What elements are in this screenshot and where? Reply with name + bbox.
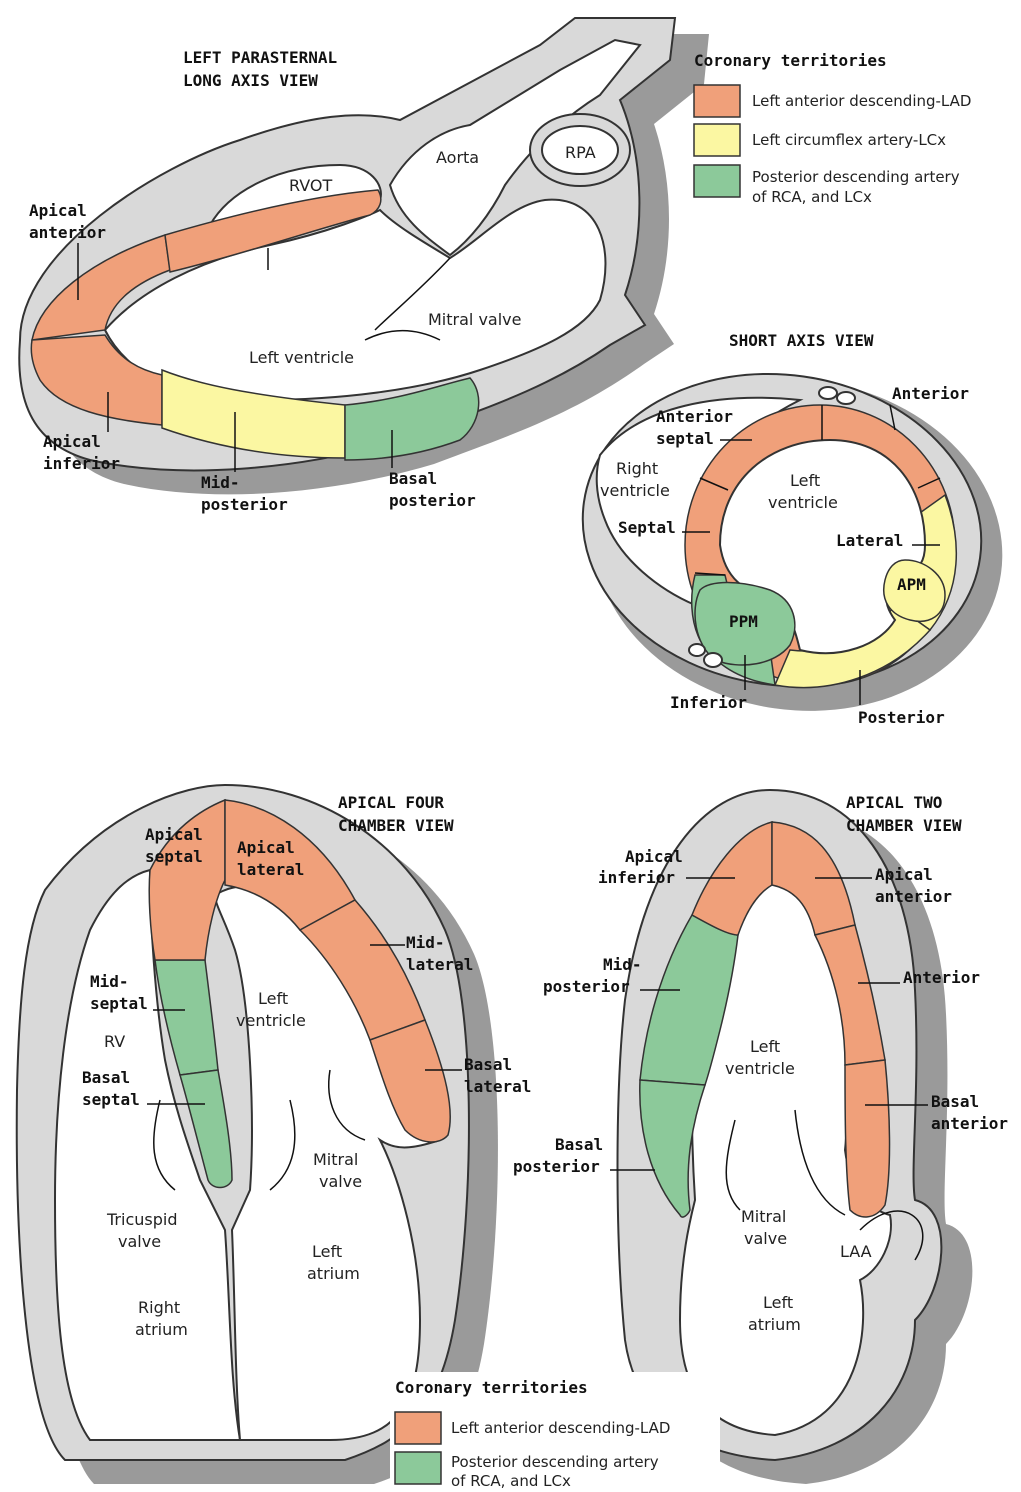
plax-mid-posterior-label-2: posterior xyxy=(201,495,288,514)
a4c-basal-septal-label: Basal xyxy=(82,1068,130,1087)
legend-bottom: Coronary territories Left anterior desce… xyxy=(390,1372,720,1490)
a4c-apical-lateral-label-2: lateral xyxy=(237,860,304,879)
legend-bottom-rca-label-2: of RCA, and LCx xyxy=(451,1472,571,1490)
plax-view xyxy=(19,18,709,494)
legend-top-swatch-lad xyxy=(694,85,740,117)
a4c-title-2: CHAMBER VIEW xyxy=(338,816,454,835)
sax-vessel xyxy=(819,387,837,399)
plax-basal-posterior-label-2: posterior xyxy=(389,491,476,510)
a2c-lv-label: Left xyxy=(750,1037,780,1056)
a4c-mid-lateral-label: Mid- xyxy=(406,933,445,952)
a2c-apical-inferior-label: Apical xyxy=(625,847,683,866)
sax-lv-label: Left xyxy=(790,471,820,490)
a4c-ra-label-2: atrium xyxy=(135,1320,188,1339)
a2c-title-2: CHAMBER VIEW xyxy=(846,816,962,835)
a2c-seg-basal-anterior xyxy=(845,1060,890,1217)
a4c-basal-lateral-label-2: lateral xyxy=(464,1077,531,1096)
a2c-apical-anterior-label: Apical xyxy=(875,865,933,884)
sax-posterior-label: Posterior xyxy=(858,708,945,727)
legend-top-rca-label-2: of RCA, and LCx xyxy=(752,188,872,206)
a4c-la-label-2: atrium xyxy=(307,1264,360,1283)
a2c-basal-anterior-label-2: anterior xyxy=(931,1114,1008,1133)
sax-title: SHORT AXIS VIEW xyxy=(729,331,874,350)
a4c-apical-septal-label-2: septal xyxy=(145,847,203,866)
a2c-mitral-label-2: valve xyxy=(744,1229,787,1248)
legend-top-swatch-lcx xyxy=(694,124,740,156)
a4c-apical-lateral-label: Apical xyxy=(237,838,295,857)
sax-vessel-3 xyxy=(689,644,705,656)
a2c-basal-anterior-label: Basal xyxy=(931,1092,979,1111)
sax-septal-label: Septal xyxy=(618,518,676,537)
a4c-tricuspid-label-2: valve xyxy=(118,1232,161,1251)
sax-lateral-label: Lateral xyxy=(836,531,903,550)
a4c-lv-label: Left xyxy=(258,989,288,1008)
legend-top: Coronary territories Left anterior desce… xyxy=(694,51,971,206)
plax-basal-posterior-label: Basal xyxy=(389,469,437,488)
sax-anterior-label: Anterior xyxy=(892,384,969,403)
legend-bottom-title: Coronary territories xyxy=(395,1378,588,1397)
legend-top-title: Coronary territories xyxy=(694,51,887,70)
a4c-lv-label-2: ventricle xyxy=(236,1011,306,1030)
plax-lv-label: Left ventricle xyxy=(249,348,354,367)
sax-apm-label: APM xyxy=(897,575,926,594)
a4c-mitral-label: Mitral xyxy=(313,1150,358,1169)
sax-view xyxy=(562,349,1021,737)
a2c-laa-label: LAA xyxy=(840,1242,872,1261)
plax-rvot-label: RVOT xyxy=(289,176,333,195)
sax-rv-label: Right xyxy=(616,459,658,478)
sax-anterior-septal-label-2: septal xyxy=(656,429,714,448)
a4c-tricuspid-label: Tricuspid xyxy=(106,1210,177,1229)
plax-mitral-label: Mitral valve xyxy=(428,310,521,329)
plax-title: LEFT PARASTERNAL xyxy=(183,48,337,67)
a2c-apical-inferior-label-2: inferior xyxy=(598,868,675,887)
a2c-apical-anterior-label-2: anterior xyxy=(875,887,952,906)
a2c-anterior-label: Anterior xyxy=(903,968,980,987)
a2c-mid-posterior-label-2: posterior xyxy=(543,977,630,996)
plax-apical-inferior-label: Apical xyxy=(43,432,101,451)
a2c-basal-posterior-label: Basal xyxy=(555,1135,603,1154)
sax-rv-label-2: ventricle xyxy=(600,481,670,500)
sax-anterior-septal-label: Anterior xyxy=(656,407,733,426)
a2c-mitral-label: Mitral xyxy=(741,1207,786,1226)
legend-top-swatch-rca xyxy=(694,165,740,197)
sax-vessel-4 xyxy=(704,653,722,667)
a4c-basal-septal-label-2: septal xyxy=(82,1090,140,1109)
legend-top-rca-label: Posterior descending artery xyxy=(752,168,960,186)
sax-vessel-2 xyxy=(837,392,855,404)
a4c-mitral-label-2: valve xyxy=(319,1172,362,1191)
legend-top-lcx-label: Left circumflex artery-LCx xyxy=(752,131,946,149)
legend-top-lad-label: Left anterior descending-LAD xyxy=(752,92,971,110)
a2c-basal-posterior-label-2: posterior xyxy=(513,1157,600,1176)
a4c-title: APICAL FOUR xyxy=(338,793,444,812)
a4c-rv-label: RV xyxy=(104,1032,125,1051)
a4c-mid-septal-label: Mid- xyxy=(90,972,129,991)
plax-rpa-label: RPA xyxy=(565,143,596,162)
sax-ppm-label: PPM xyxy=(729,612,758,631)
plax-apical-inferior-label-2: inferior xyxy=(43,454,120,473)
a4c-mid-lateral-label-2: lateral xyxy=(406,955,473,974)
plax-aorta-label: Aorta xyxy=(436,148,479,167)
legend-bottom-lad-label: Left anterior descending-LAD xyxy=(451,1419,670,1437)
a4c-la-label: Left xyxy=(312,1242,342,1261)
legend-bottom-swatch-lad xyxy=(395,1412,441,1444)
a4c-ra-label: Right xyxy=(138,1298,180,1317)
a2c-la-label: Left xyxy=(763,1293,793,1312)
a4c-basal-lateral-label: Basal xyxy=(464,1055,512,1074)
a4c-apical-septal-label: Apical xyxy=(145,825,203,844)
plax-title-2: LONG AXIS VIEW xyxy=(183,71,318,90)
plax-apical-anterior-label-2: anterior xyxy=(29,223,106,242)
legend-bottom-swatch-rca xyxy=(395,1452,441,1484)
a2c-lv-label-2: ventricle xyxy=(725,1059,795,1078)
plax-apical-anterior-label: Apical xyxy=(29,201,87,220)
sax-inferior-label: Inferior xyxy=(670,693,747,712)
a4c-mid-septal-label-2: septal xyxy=(90,994,148,1013)
legend-bottom-rca-label: Posterior descending artery xyxy=(451,1453,659,1471)
a2c-title: APICAL TWO xyxy=(846,793,942,812)
plax-mid-posterior-label: Mid- xyxy=(201,473,240,492)
sax-lv-label-2: ventricle xyxy=(768,493,838,512)
a2c-mid-posterior-label: Mid- xyxy=(603,955,642,974)
a2c-la-label-2: atrium xyxy=(748,1315,801,1334)
